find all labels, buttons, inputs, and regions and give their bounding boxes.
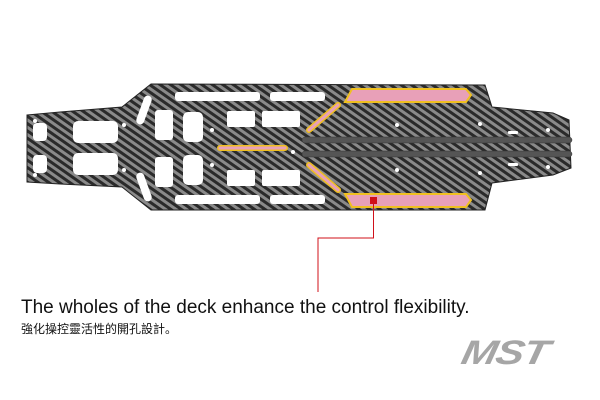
caption-english: The wholes of the deck enhance the contr… [21,297,470,318]
callout-line [317,197,377,292]
chassis-deck-illustration [26,83,573,292]
carbon-deck-plate [26,83,572,211]
highlight-slot-bottom [343,193,473,208]
mst-logo: MST [458,334,553,372]
highlight-slot-top [343,88,473,103]
highlight-slot-fill [218,103,340,192]
center-rails [301,136,573,158]
caption-chinese: 強化操控靈活性的開孔設計。 [21,322,178,336]
cutouts [33,92,550,204]
